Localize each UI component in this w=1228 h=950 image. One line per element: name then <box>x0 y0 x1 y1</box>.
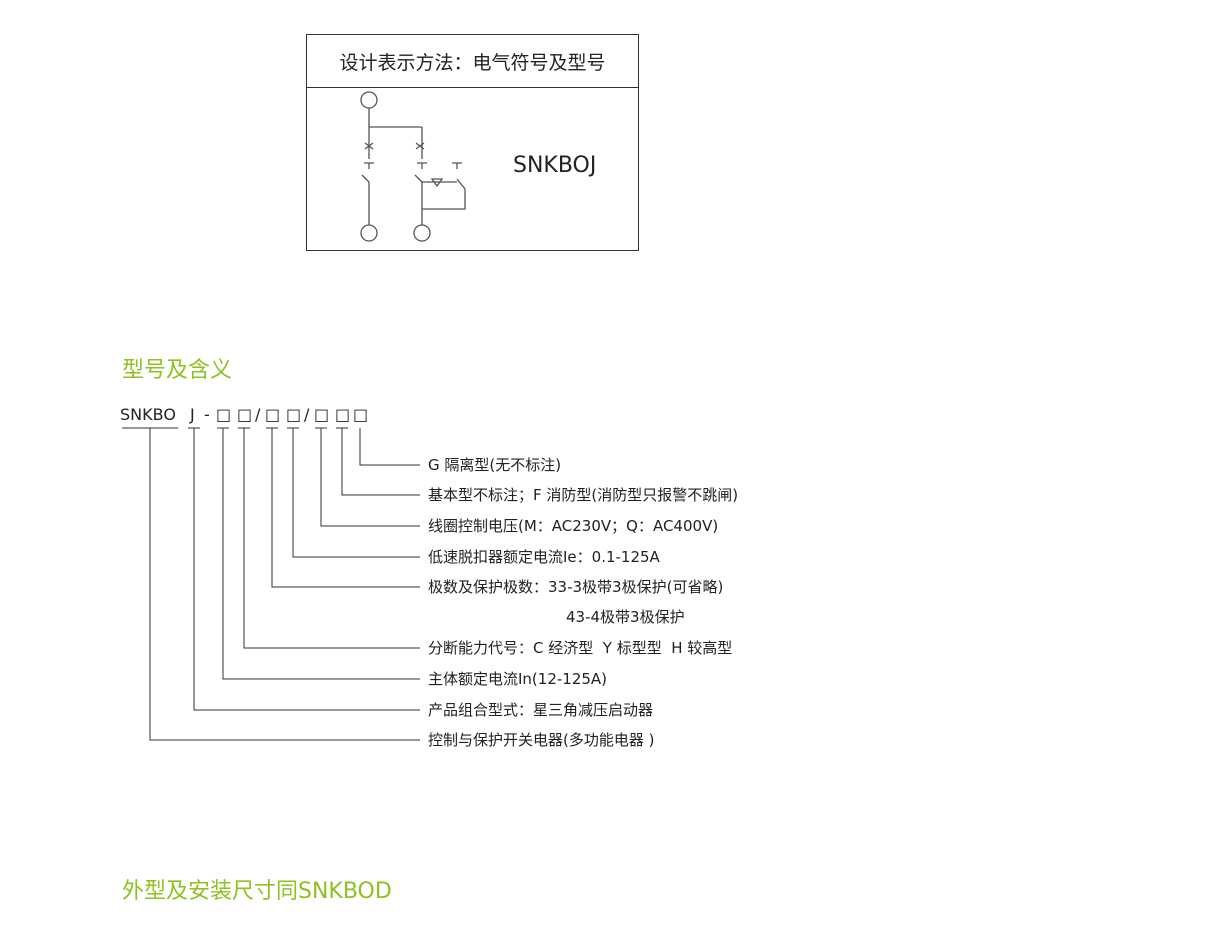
code-box: □ <box>265 405 281 424</box>
symbol-box-title: 设计表示方法：电气符号及型号 <box>307 35 638 88</box>
section-title-model-meaning: 型号及含义 <box>122 358 233 383</box>
code-slash: / <box>304 405 310 424</box>
code-box: □ <box>286 405 302 424</box>
meaning-fire: 基本型不标注；F 消防型(消防型只报警不跳闸) <box>428 486 739 504</box>
meaning-poles-2: 43-4极带3极保护 <box>566 608 685 626</box>
code-slash: / <box>255 405 261 424</box>
code-prefix: SNKBO <box>120 405 176 424</box>
code-box: □ <box>314 405 330 424</box>
meaning-isolation: G 隔离型(无不标注) <box>428 456 562 474</box>
meaning-poles: 极数及保护极数：33-3极带3极保护(可省略) <box>428 578 724 596</box>
section-title-dimensions: 外型及安装尺寸同SNKBOD <box>122 879 392 904</box>
meaning-rated-current: 主体额定电流In(12-125A) <box>428 670 608 688</box>
meaning-combination: 产品组合型式：星三角减压启动器 <box>428 701 654 719</box>
code-box: □ <box>335 405 351 424</box>
code-dash: - <box>204 405 210 424</box>
code-box: □ <box>216 405 232 424</box>
code-box: □ <box>237 405 253 424</box>
electrical-symbol-diagram <box>360 91 466 242</box>
electrical-symbol-box: 设计表示方法：电气符号及型号 SNKBOJ <box>306 34 639 251</box>
code-j: J <box>190 405 195 424</box>
meaning-breaking-capacity: 分断能力代号：C 经济型 Y 标型型 H 较高型 <box>428 639 733 657</box>
meaning-release-current: 低速脱扣器额定电流Ie：0.1-125A <box>428 548 660 566</box>
code-box: □ <box>353 405 369 424</box>
meaning-product: 控制与保护开关电器(多功能电器 ) <box>428 731 655 749</box>
meaning-coil-voltage: 线圈控制电压(M：AC230V；Q：AC400V) <box>428 517 719 535</box>
model-label: SNKBOJ <box>513 153 597 178</box>
